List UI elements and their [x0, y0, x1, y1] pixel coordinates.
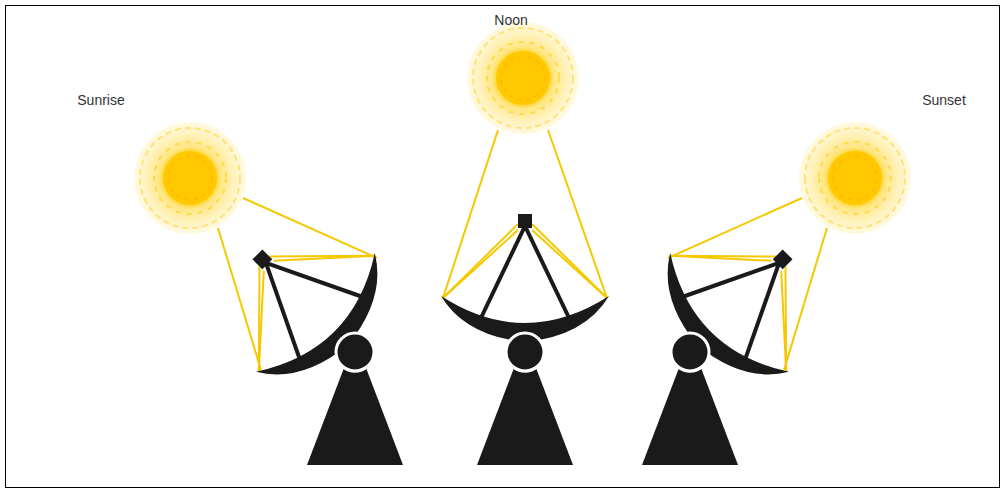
- time-label: Sunset: [922, 92, 966, 109]
- frame: [6, 6, 1000, 488]
- time-label: Noon: [494, 12, 527, 29]
- sunrise-dish: [134, 122, 407, 465]
- time-label: Sunrise: [77, 92, 124, 109]
- sunset-dish: [638, 122, 911, 465]
- noon-dish: [441, 22, 609, 465]
